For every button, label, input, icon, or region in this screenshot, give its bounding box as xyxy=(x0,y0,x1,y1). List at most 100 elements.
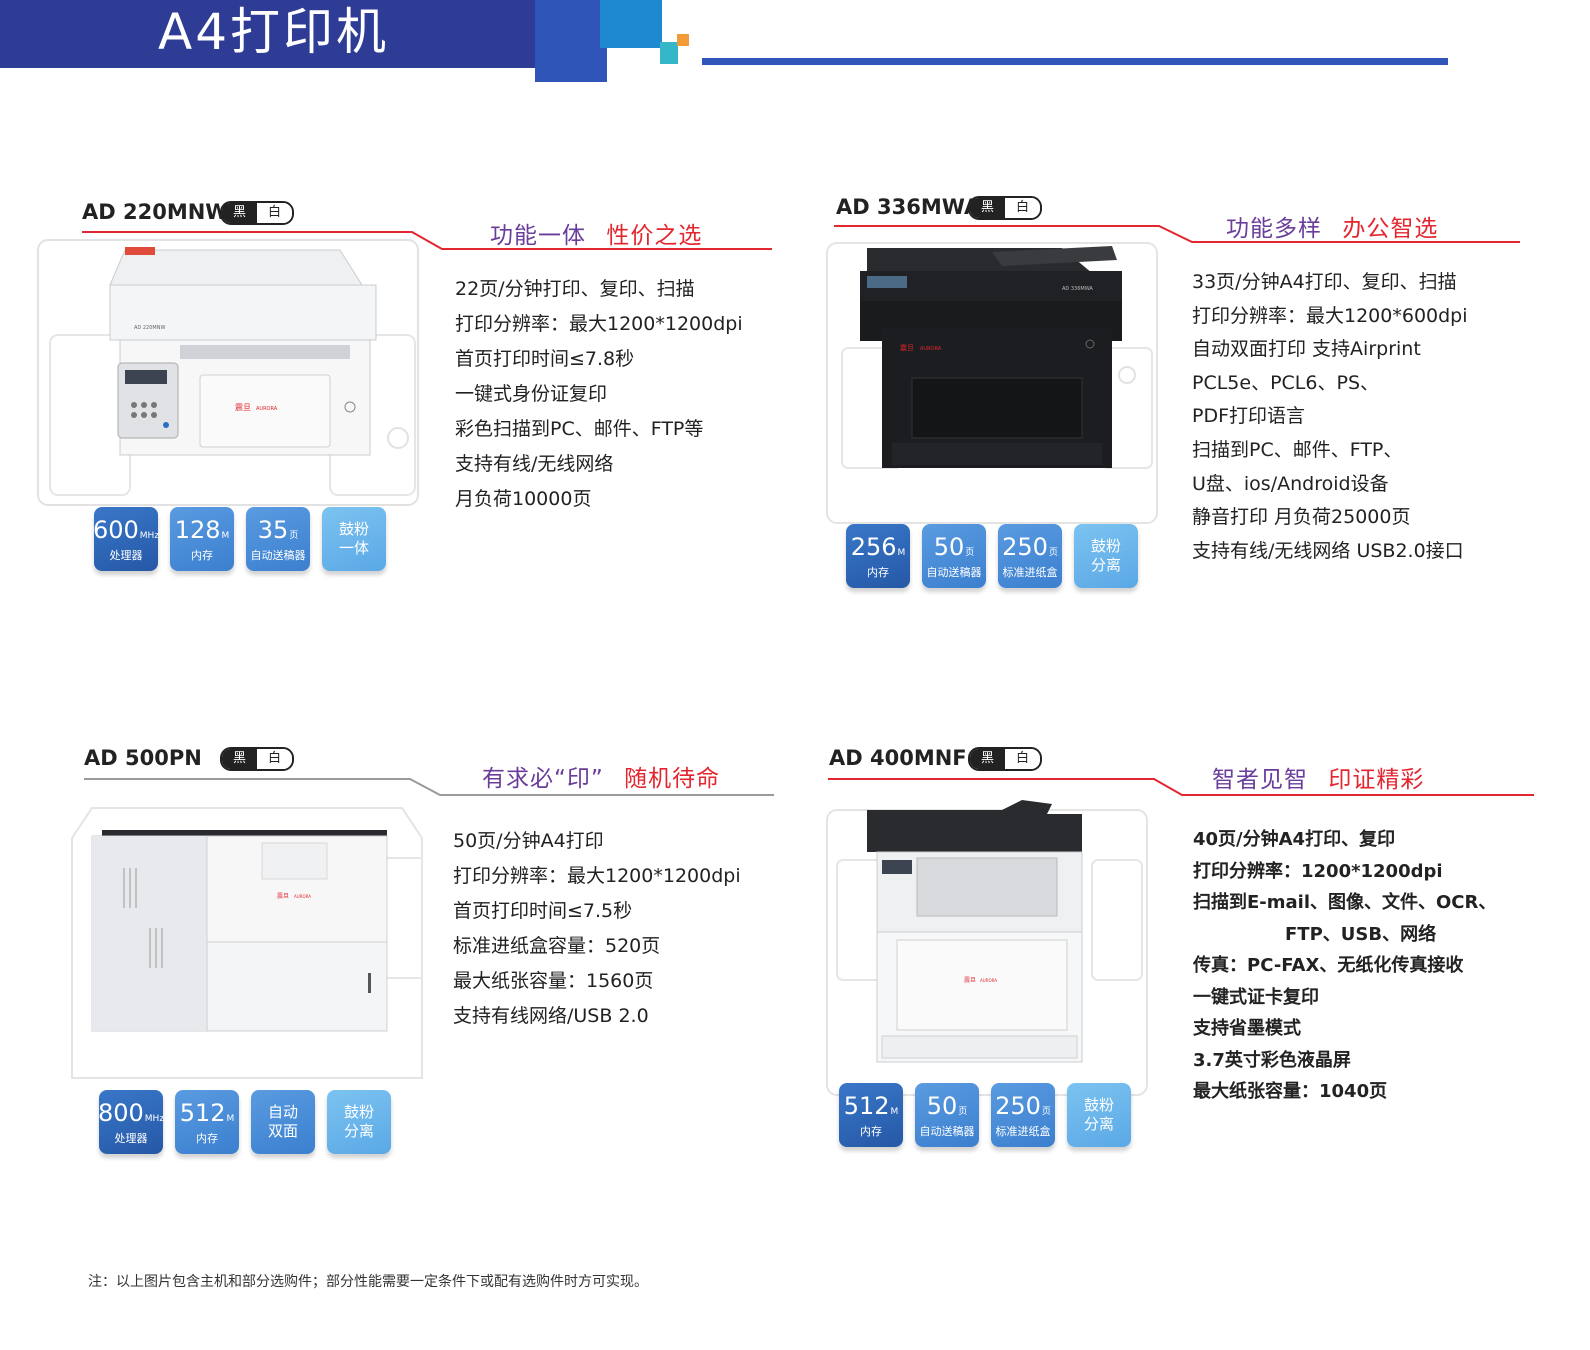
product-slogan: 功能多样 办公智选 xyxy=(1226,209,1438,243)
page-title: A4打印机 xyxy=(158,3,390,61)
badge-caption: 内存 xyxy=(191,548,213,562)
slogan-red: 随机待命 xyxy=(624,766,721,792)
slogan-purple: 功能一体 xyxy=(490,223,586,249)
product-model: AD 336MWA xyxy=(836,195,981,219)
badge-caption: 自动送稿器 xyxy=(919,1124,975,1138)
spec-item: 最大纸张容量：1560页 xyxy=(453,970,654,992)
spec-item: 一键式证卡复印 xyxy=(1193,986,1319,1008)
bw-tag-black: 黑 xyxy=(970,749,1005,769)
printer-image: AD 336MWA 震旦 AURORA xyxy=(826,242,1158,524)
spec-item: 打印分辨率：最大1200*1200dpi xyxy=(455,313,743,335)
spec-item: 40页/分钟A4打印、复印 xyxy=(1193,829,1396,850)
slogan-red: 性价之选 xyxy=(606,223,703,249)
badge-caption: 内存 xyxy=(196,1131,218,1145)
spec-item: 支持有线网络/USB 2.0 xyxy=(453,1005,649,1027)
badge-value: 50 xyxy=(933,532,965,561)
badge-caption: 标准进纸盒 xyxy=(995,1124,1051,1138)
spec-item: 首页打印时间≤7.5秒 xyxy=(453,900,633,922)
spec-item: 打印分辨率：最大1200*600dpi xyxy=(1192,304,1468,327)
badge-unit: M xyxy=(226,1113,235,1124)
badge-text: 分离 xyxy=(343,1122,374,1140)
feature-badge: 600MHz 处理器 xyxy=(93,507,160,571)
spec-list: 40页/分钟A4打印、复印 打印分辨率：1200*1200dpi 扫描到E-ma… xyxy=(1193,824,1496,1108)
title-rule xyxy=(834,225,1520,243)
product-model: AD 220MNW xyxy=(82,200,229,224)
spec-item: 33页/分钟A4打印、复印、扫描 xyxy=(1192,271,1457,293)
title-rule xyxy=(828,778,1534,796)
badge-unit: MHz xyxy=(139,530,160,541)
feature-badge: 512M 内存 xyxy=(175,1090,239,1154)
feature-badge: 512M 内存 xyxy=(839,1083,903,1147)
title-rule xyxy=(82,231,772,250)
feature-badge: 50页 自动送稿器 xyxy=(915,1083,979,1147)
feature-badge: 250页 标准进纸盒 xyxy=(998,524,1062,588)
badge-caption: 内存 xyxy=(860,1124,882,1138)
badge-text: 鼓粉 xyxy=(1090,537,1121,555)
brand-logo: 震旦 xyxy=(277,893,289,900)
spec-item: 传真：PC-FAX、无纸化传真接收 xyxy=(1193,955,1464,976)
feature-badges: 512M 内存 50页 自动送稿器 250页 标准进纸盒 鼓粉 分离 xyxy=(839,1083,1131,1147)
feature-badge: 50页 自动送稿器 xyxy=(922,524,986,588)
feature-badge: 鼓粉 分离 xyxy=(1074,524,1138,588)
bw-tag: 黑 白 xyxy=(220,747,294,771)
brand-logo: AURORA xyxy=(294,894,311,899)
spec-item: 扫描到PC、邮件、FTP、 xyxy=(1192,438,1403,461)
badge-value: 35 xyxy=(257,515,289,544)
spec-item: 标准进纸盒容量：520页 xyxy=(453,935,661,957)
bw-tag: 黑 白 xyxy=(968,747,1042,771)
badge-unit: 页 xyxy=(965,547,975,558)
badge-unit: 页 xyxy=(1048,547,1058,558)
bw-tag-white: 白 xyxy=(1005,749,1040,769)
brand-logo: AURORA xyxy=(920,346,942,352)
bw-tag-white: 白 xyxy=(257,203,292,223)
spec-list: 22页/分钟打印、复印、扫描 打印分辨率：最大1200*1200dpi 首页打印… xyxy=(455,272,743,517)
badge-text: 分离 xyxy=(1090,556,1121,574)
badge-value: 512 xyxy=(179,1098,226,1127)
badge-value: 800 xyxy=(97,1098,144,1127)
feature-badge: 鼓粉 分离 xyxy=(327,1090,391,1154)
product-slogan: 智者见智 印证精彩 xyxy=(1212,760,1424,794)
feature-badge: 自动 双面 xyxy=(251,1090,315,1154)
feature-badge: 128M 内存 xyxy=(170,507,234,571)
product-slogan: 有求必“印” 随机待命 xyxy=(482,759,720,793)
spec-item: 支持有线/无线网络 USB2.0接口 xyxy=(1192,539,1464,562)
spec-item: 月负荷10000页 xyxy=(455,488,592,510)
bw-tag: 黑 白 xyxy=(968,196,1042,220)
slogan-purple: 有求必“印” xyxy=(482,766,604,792)
header-deco-block xyxy=(677,34,689,46)
badge-value: 250 xyxy=(1002,532,1048,561)
badge-unit: 页 xyxy=(958,1106,968,1117)
printer-image: AD 220MNW 震旦 AURORA xyxy=(37,239,419,506)
bw-tag: 黑 白 xyxy=(220,201,294,225)
spec-item: 首页打印时间≤7.8秒 xyxy=(455,348,635,370)
spec-item: PCL5e、PCL6、PS、 xyxy=(1192,371,1380,394)
feature-badge: 800MHz 处理器 xyxy=(97,1090,164,1154)
spec-item: 22页/分钟打印、复印、扫描 xyxy=(455,278,695,300)
badge-text: 鼓粉 xyxy=(1083,1096,1114,1114)
slogan-red: 办公智选 xyxy=(1342,216,1439,242)
badge-value: 512 xyxy=(843,1091,890,1120)
badge-caption: 内存 xyxy=(867,565,889,579)
header-bar xyxy=(0,0,565,68)
feature-badge: 250页 标准进纸盒 xyxy=(991,1083,1055,1147)
slogan-purple: 功能多样 xyxy=(1226,216,1322,242)
brand-logo: 震旦 xyxy=(964,977,976,984)
feature-badge: 鼓粉 分离 xyxy=(1067,1083,1131,1147)
spec-item: 支持有线/无线网络 xyxy=(455,453,614,475)
spec-item: 3.7英寸彩色液晶屏 xyxy=(1193,1049,1351,1071)
badge-text: 一体 xyxy=(338,539,369,557)
badge-caption: 处理器 xyxy=(114,1131,148,1145)
badge-value: 256 xyxy=(850,532,897,561)
badge-text: 鼓粉 xyxy=(338,520,369,538)
spec-list: 50页/分钟A4打印 打印分辨率：最大1200*1200dpi 首页打印时间≤7… xyxy=(453,824,741,1034)
feature-badge: 35页 自动送稿器 xyxy=(246,507,310,571)
product-model: AD 500PN xyxy=(84,746,202,770)
badge-unit: 页 xyxy=(289,530,299,541)
spec-item: 支持省墨模式 xyxy=(1193,1018,1301,1039)
footnote: 注：以上图片包含主机和部分选购件；部分性能需要一定条件下或配有选购件时方可实现。 xyxy=(88,1274,648,1290)
brand-logo: 震旦 xyxy=(235,403,251,412)
badge-value: 50 xyxy=(926,1091,958,1120)
bw-tag-black: 黑 xyxy=(970,198,1005,218)
feature-badges: 600MHz 处理器 128M 内存 35页 自动送稿器 鼓粉 一体 xyxy=(93,507,386,571)
spec-item: 50页/分钟A4打印 xyxy=(453,830,604,852)
